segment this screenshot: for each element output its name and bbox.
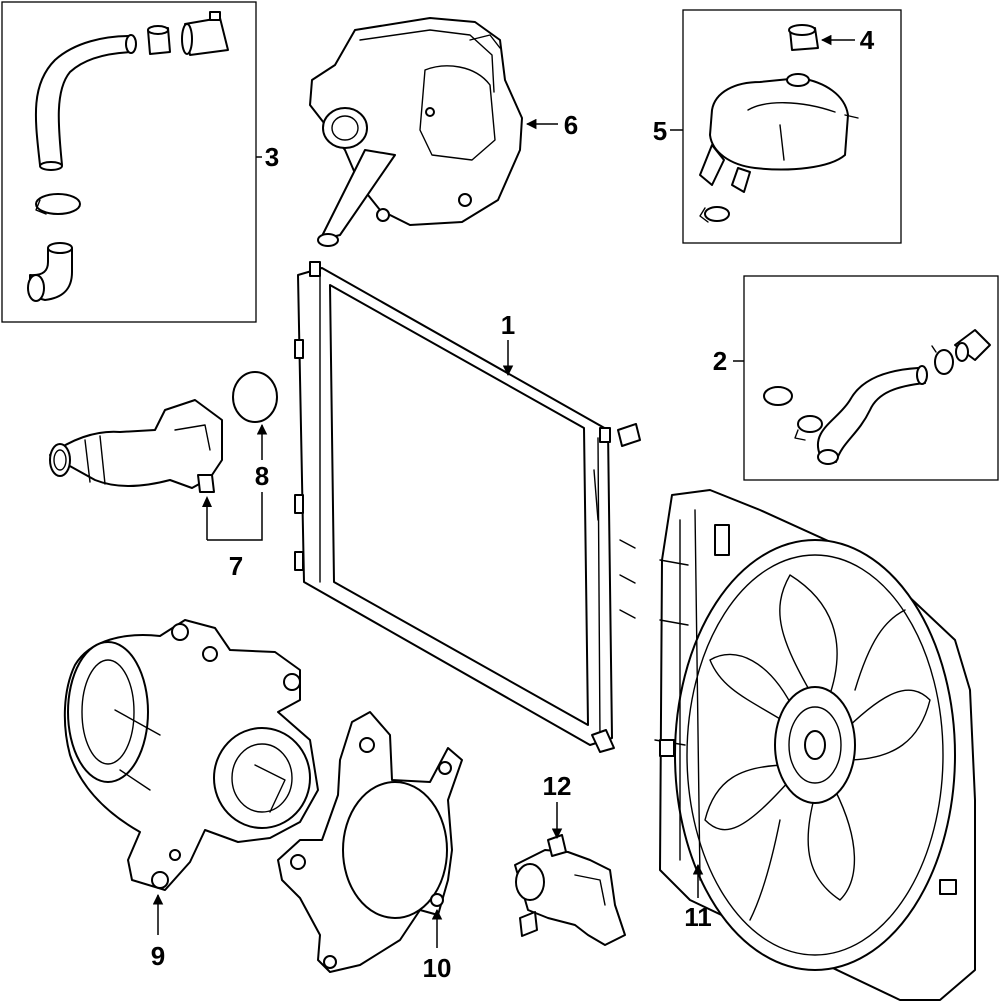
o-ring-part[interactable] <box>232 371 278 423</box>
fan-blades-part[interactable] <box>704 574 931 921</box>
group-box-5 <box>682 9 902 244</box>
callout-1: 1 <box>501 310 515 340</box>
lower-hose-clamp-part[interactable] <box>931 345 954 375</box>
water-pump-part[interactable] <box>63 619 319 891</box>
hose-elbow-part[interactable] <box>27 242 73 302</box>
group-box-3 <box>1 1 257 323</box>
upper-hose-part[interactable] <box>34 34 137 171</box>
quick-connector-part[interactable] <box>181 11 229 56</box>
lower-hose-clamp-part-2[interactable] <box>763 386 823 441</box>
hose-clamp-part[interactable] <box>147 25 171 55</box>
callout-5: 5 <box>653 116 667 146</box>
callout-10: 10 <box>423 953 452 983</box>
callout-9: 9 <box>151 941 165 971</box>
callout-7: 7 <box>229 551 243 581</box>
leader-7 <box>206 492 263 541</box>
hose-clamp-part-2[interactable] <box>35 193 81 215</box>
lower-hose-connector-part[interactable] <box>954 329 991 362</box>
coolant-reservoir-part[interactable] <box>699 73 859 193</box>
fan-hub-part[interactable] <box>774 686 856 804</box>
reservoir-clamp-part[interactable] <box>699 206 730 223</box>
lower-hose-part[interactable] <box>817 365 928 465</box>
pump-gasket-part[interactable] <box>277 711 463 973</box>
radiator-part[interactable] <box>294 261 641 753</box>
callout-11: 11 <box>684 902 712 932</box>
callout-2: 2 <box>713 346 727 376</box>
callout-3: 3 <box>265 142 279 172</box>
auxiliary-pump-part[interactable] <box>514 834 626 946</box>
callout-6: 6 <box>564 110 578 140</box>
callout-4: 4 <box>860 25 875 55</box>
callout-8: 8 <box>255 461 269 491</box>
callout-12: 12 <box>543 771 572 801</box>
group-box-2 <box>743 275 999 481</box>
thermostat-housing-part[interactable] <box>309 17 523 247</box>
reservoir-cap-part[interactable] <box>788 24 819 51</box>
water-outlet-part[interactable] <box>49 399 223 493</box>
